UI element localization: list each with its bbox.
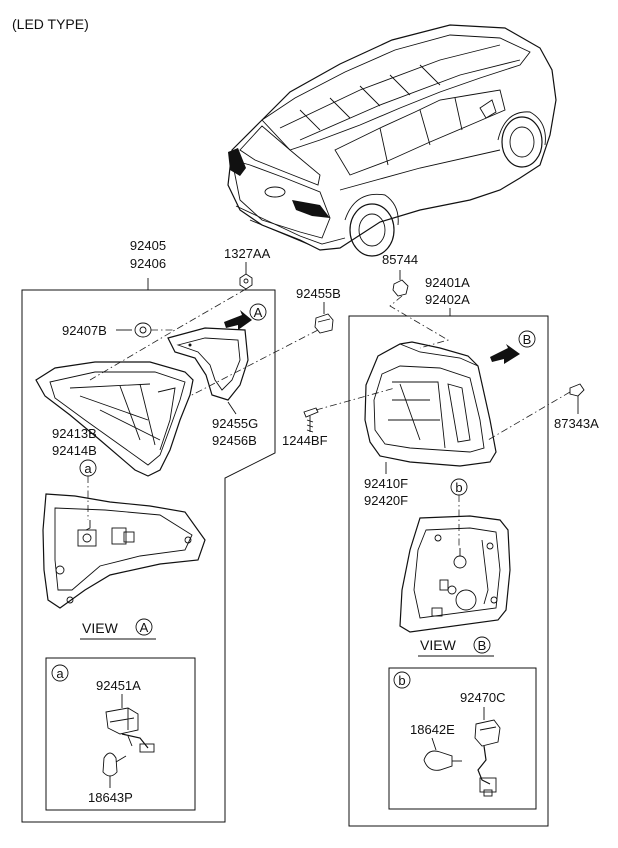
- view-b-circle: [473, 636, 491, 654]
- view-b-letter: B: [478, 638, 487, 653]
- inner-lamp-frame: [21, 289, 276, 823]
- nut-1327AA: [239, 273, 253, 290]
- inset-b-letter: b: [398, 673, 405, 688]
- callout-b-small-text: b: [455, 480, 462, 495]
- label-1327AA: 1327AA: [224, 246, 271, 261]
- middle-parts: 92455B 85744 1244BF: [189, 252, 450, 448]
- label-18643P: 18643P: [88, 790, 133, 805]
- label-92401A: 92401A: [425, 275, 470, 290]
- lamp-back-view-b: [399, 515, 511, 633]
- screw-87343A: [569, 383, 585, 397]
- inner-lamp-group: 92405 92406 1327AA 92407B 92455G 92456B …: [21, 238, 276, 823]
- diagram-title: (LED TYPE): [12, 16, 89, 32]
- socket-92470C: [474, 719, 501, 747]
- label-92470C: 92470C: [460, 690, 506, 705]
- lamp-back-view-a: [42, 493, 206, 609]
- view-a-circle: [135, 618, 153, 636]
- label-1244BF: 1244BF: [282, 433, 328, 448]
- arrow-a-icon: [224, 310, 252, 330]
- label-18642E: 18642E: [410, 722, 455, 737]
- circle-callout-A: [249, 303, 267, 321]
- inset-a-box: [45, 657, 196, 811]
- label-92455B: 92455B: [296, 286, 341, 301]
- suv-illustration: [227, 24, 557, 257]
- callout-A-text: A: [254, 305, 263, 320]
- outer-lamp-92410F: [364, 341, 497, 467]
- gasket-92455G: [167, 327, 249, 401]
- label-92402A: 92402A: [425, 292, 470, 307]
- view-a-text: VIEW: [82, 620, 119, 636]
- clip-92455B: [314, 313, 334, 334]
- bulb-18643P: [102, 752, 118, 777]
- label-92420F: 92420F: [364, 493, 408, 508]
- nut-85744: [392, 279, 409, 297]
- view-b-text: VIEW: [420, 637, 457, 653]
- label-92414B: 92414B: [52, 443, 97, 458]
- callout-B-text: B: [523, 332, 532, 347]
- label-92406: 92406: [130, 256, 166, 271]
- socket-92451A: [105, 707, 139, 735]
- arrow-b-icon: [490, 344, 520, 364]
- label-92407B: 92407B: [62, 323, 107, 338]
- view-a-letter: A: [140, 620, 149, 635]
- label-85744: 85744: [382, 252, 418, 267]
- circle-callout-B: [518, 330, 536, 348]
- inner-lamp-92413B: [35, 361, 194, 477]
- bulb-18642E: [423, 750, 453, 771]
- label-92456B: 92456B: [212, 433, 257, 448]
- label-92455G: 92455G: [212, 416, 258, 431]
- outer-lamp-frame: [348, 315, 549, 827]
- label-92413B: 92413B: [52, 426, 97, 441]
- outer-lamp-group: 92401A 92402A B 92410F 92420F 87343A b: [348, 275, 599, 827]
- washer-92407B: [134, 322, 152, 338]
- label-92451A: 92451A: [96, 678, 141, 693]
- label-92405: 92405: [130, 238, 166, 253]
- label-92410F: 92410F: [364, 476, 408, 491]
- inset-b-box: [388, 667, 537, 810]
- inset-a-letter: a: [56, 666, 64, 681]
- label-87343A: 87343A: [554, 416, 599, 431]
- screw-1244BF: [303, 407, 319, 418]
- callout-a-small-text: a: [84, 461, 92, 476]
